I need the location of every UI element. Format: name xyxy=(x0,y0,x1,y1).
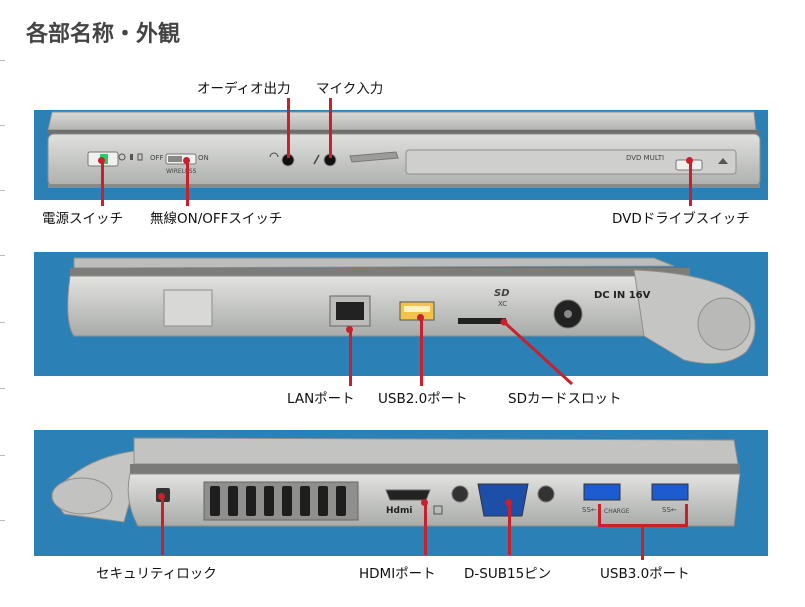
dvd-switch-line xyxy=(689,160,692,206)
off-print: OFF xyxy=(150,154,164,162)
label-hdmi: HDMIポート xyxy=(359,566,436,582)
dsub-dot xyxy=(505,499,512,506)
label-dvd-switch: DVDドライブスイッチ xyxy=(612,211,750,227)
sd-logo: SD xyxy=(494,288,510,299)
label-security-lock: セキュリティロック xyxy=(96,566,217,582)
right-side-photo: SD XC DC IN 16V xyxy=(34,252,768,376)
dsub-line xyxy=(508,503,511,555)
margin-mark xyxy=(0,455,5,456)
dc-in-print: DC IN 16V xyxy=(594,290,651,301)
left-side-photo: Hdmi SS← CHARGE SS← xyxy=(34,430,768,556)
security-lock-line xyxy=(161,497,164,555)
usb3-stem xyxy=(641,524,644,560)
label-dsub: D-SUB15ピン xyxy=(464,566,552,582)
margin-mark xyxy=(0,388,5,389)
margin-mark xyxy=(0,322,5,323)
hdmi-print: Hdmi xyxy=(386,506,413,516)
dvd-multi-print: DVD MULTI xyxy=(626,154,665,162)
dvd-switch-dot xyxy=(686,157,693,164)
power-switch-dot xyxy=(98,157,105,164)
label-mic-in: マイク入力 xyxy=(316,81,384,97)
wireless-switch-dot xyxy=(183,157,190,164)
hdmi-dot xyxy=(421,499,428,506)
margin-mark xyxy=(0,520,5,521)
wireless-print: WIRELESS xyxy=(166,168,197,175)
mic-in-line xyxy=(329,98,332,158)
label-usb3: USB3.0ポート xyxy=(600,566,690,582)
left-side-drawing xyxy=(51,437,741,527)
hdmi-line xyxy=(424,503,427,555)
right-side-drawing xyxy=(67,257,756,365)
margin-mark xyxy=(0,125,5,126)
security-lock-dot xyxy=(158,493,165,500)
usb2-line xyxy=(420,318,423,386)
usb3-line-right xyxy=(685,504,688,526)
ss-print-1: SS← xyxy=(582,506,597,514)
margin-mark xyxy=(0,255,5,256)
label-lan: LANポート xyxy=(287,391,355,407)
usb3-line-left xyxy=(598,504,601,526)
lan-line xyxy=(349,330,352,386)
sd-line xyxy=(500,318,574,386)
label-wireless-switch: 無線ON/OFFスイッチ xyxy=(150,211,283,227)
label-sd: SDカードスロット xyxy=(508,391,622,407)
label-power-switch: 電源スイッチ xyxy=(42,211,123,227)
power-switch-line xyxy=(101,160,104,206)
page-title: 各部名称・外観 xyxy=(26,22,181,47)
front-view-drawing xyxy=(47,111,761,188)
xc-print: XC xyxy=(498,300,508,308)
audio-out-line xyxy=(287,98,290,158)
margin-mark xyxy=(0,60,5,61)
label-usb2: USB2.0ポート xyxy=(378,391,468,407)
wireless-switch-line xyxy=(186,160,189,206)
margin-mark xyxy=(0,190,5,191)
label-audio-out: オーディオ出力 xyxy=(197,81,291,97)
ss-print-2: SS← xyxy=(662,506,677,514)
on-print: ON xyxy=(198,154,209,162)
usb2-dot xyxy=(417,314,424,321)
lan-dot xyxy=(346,326,353,333)
charge-print: CHARGE xyxy=(604,508,630,515)
front-view-photo: OFF ON WIRELESS DVD MULTI xyxy=(34,110,768,200)
